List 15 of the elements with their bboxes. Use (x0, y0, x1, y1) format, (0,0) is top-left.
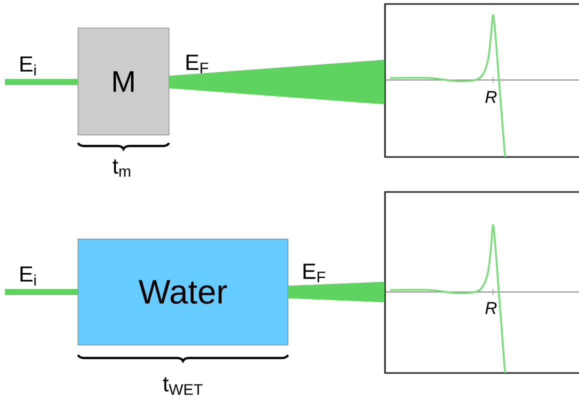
process-box: Water (78, 238, 288, 346)
beam-wedge (168, 60, 384, 104)
beam-wedge (288, 282, 384, 302)
text-label: E$_{i}$ (20, 56, 36, 76)
beam-line (5, 79, 78, 85)
text-label: E$_{F}$ (304, 264, 326, 282)
tick-label: R (485, 91, 497, 103)
text-label: t$_{WET}$ (163, 377, 202, 395)
process-box: M (78, 28, 170, 136)
graph-plot (384, 191, 579, 374)
tick-label: R (485, 302, 497, 314)
graph-plot (384, 3, 579, 158)
text-label: t$_{m}$ (112, 159, 130, 177)
beam-line (5, 289, 78, 295)
text-label: E$_{i}$ (20, 266, 36, 286)
